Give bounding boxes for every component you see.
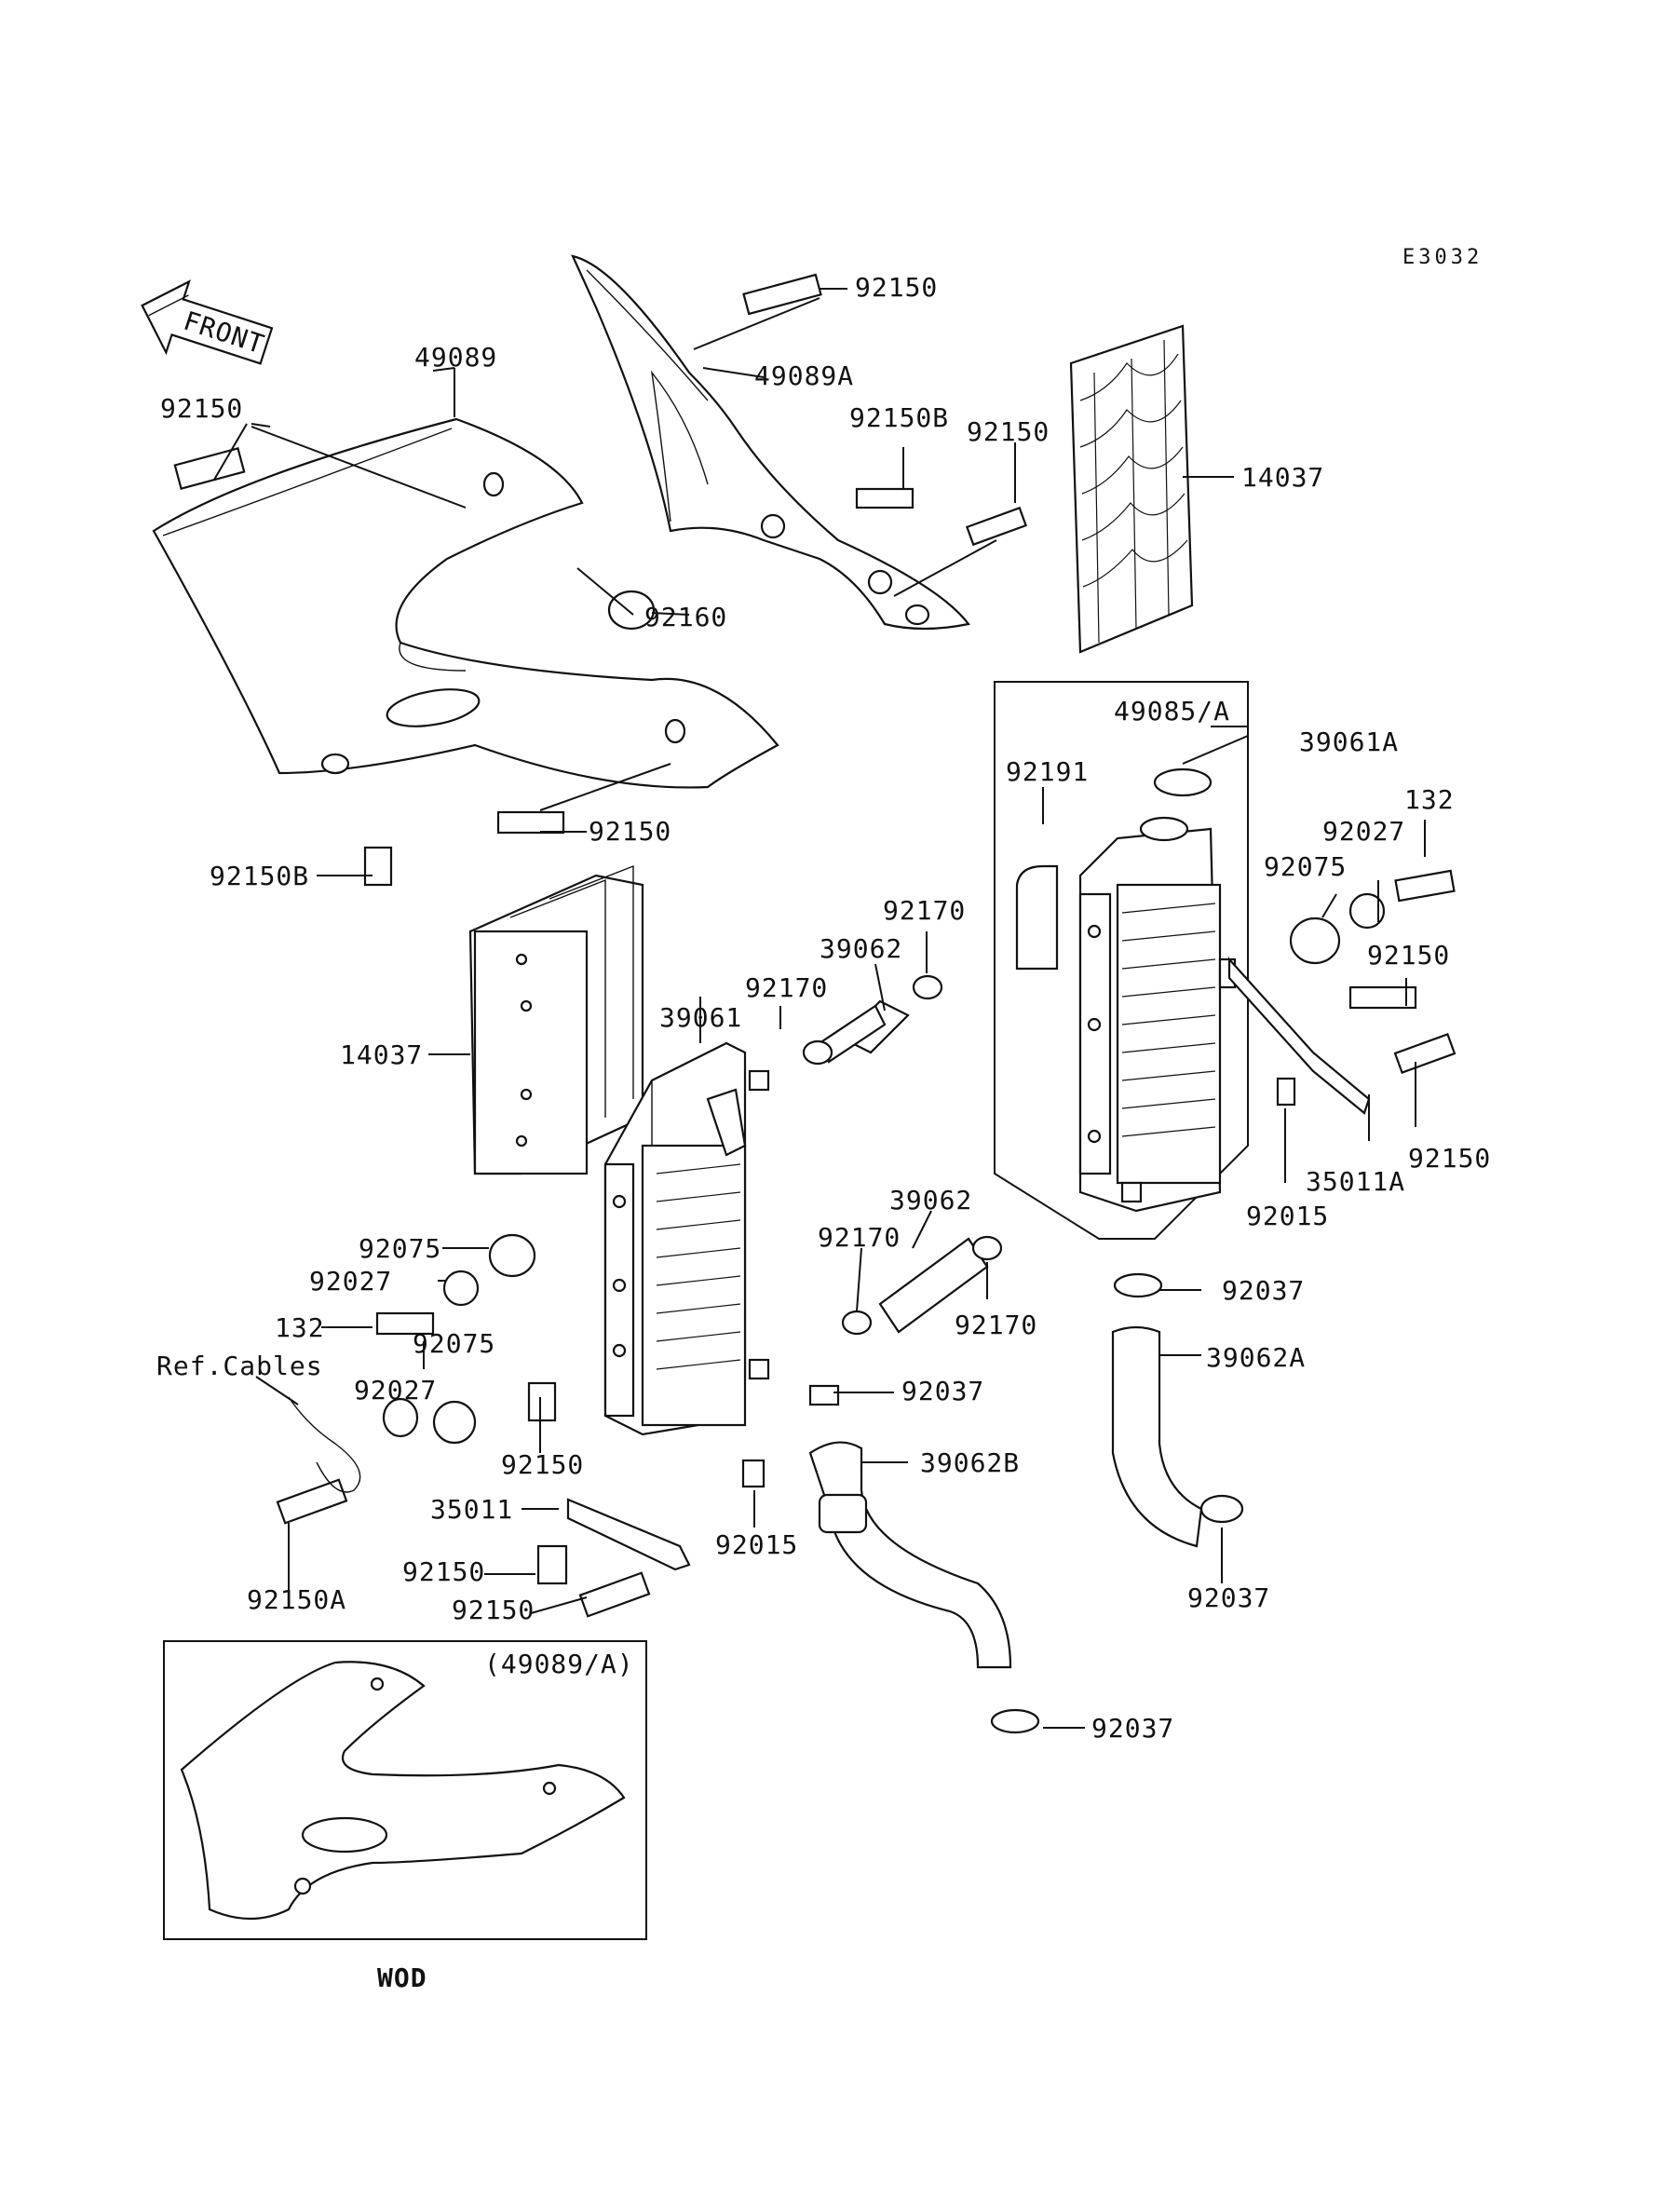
inset-caption: (49089/A)	[484, 1649, 634, 1679]
label-92150: 92150	[855, 272, 938, 303]
label-92027: 92027	[354, 1375, 437, 1406]
label-ref-cables: Ref.Cables	[156, 1351, 323, 1381]
grommet-icon	[382, 590, 1386, 1488]
label-92075: 92075	[1264, 851, 1347, 882]
label-14037: 14037	[340, 1039, 423, 1070]
label-92075: 92075	[359, 1233, 441, 1264]
label-92170: 92170	[745, 972, 828, 1003]
radiator-guard-left	[468, 864, 644, 1175]
label-39062B: 39062B	[920, 1447, 1020, 1478]
label-39061A: 39061A	[1299, 727, 1399, 757]
bracket-35011A	[1227, 957, 1371, 1115]
label-35011A: 35011A	[1306, 1166, 1405, 1197]
inset-footer: WOD	[377, 1962, 427, 1993]
radiator-shroud-left	[152, 417, 779, 789]
label-92027: 92027	[309, 1266, 392, 1297]
radiator-left	[603, 1041, 770, 1436]
radiator-guard-right	[1069, 324, 1194, 654]
hose-sleeve	[818, 1493, 868, 1534]
label-35011: 35011	[430, 1494, 513, 1525]
label-92075: 92075	[413, 1328, 495, 1359]
label-92150: 92150	[1367, 940, 1450, 971]
label-92150: 92150	[452, 1595, 535, 1625]
bracket-35011	[566, 1498, 691, 1571]
clamp-92037-icon	[808, 1272, 1244, 1734]
overflow-hose	[1015, 864, 1059, 971]
label-92037: 92037	[901, 1376, 984, 1406]
label-49089: 49089	[414, 342, 497, 373]
label-92150: 92150	[501, 1449, 584, 1480]
label-92150: 92150	[967, 416, 1050, 447]
label-92150: 92150	[1408, 1143, 1491, 1174]
radiator-shroud-upper	[571, 254, 970, 631]
label-39062: 39062	[820, 933, 902, 964]
label-92170: 92170	[818, 1222, 901, 1253]
label-39062A: 39062A	[1206, 1342, 1306, 1373]
label-92170: 92170	[955, 1310, 1037, 1340]
label-92037: 92037	[1091, 1713, 1174, 1744]
label-92150B: 92150B	[210, 861, 309, 891]
diagram-code: E3032	[1402, 246, 1483, 269]
hose-clamp-icon	[802, 974, 1003, 1336]
label-92027: 92027	[1322, 816, 1405, 847]
hose-39062A	[1111, 1325, 1203, 1548]
label-49085A: 49085/A	[1114, 696, 1230, 727]
label-132: 132	[275, 1312, 325, 1343]
label-92150: 92150	[402, 1556, 485, 1587]
radiator-right	[994, 681, 1249, 1240]
label-39062: 39062	[889, 1185, 972, 1215]
label-92037: 92037	[1222, 1275, 1305, 1306]
label-92150A: 92150A	[247, 1584, 346, 1615]
inset-box: (49089/A)	[163, 1640, 647, 1940]
label-92037: 92037	[1187, 1582, 1270, 1613]
label-132: 132	[1404, 784, 1455, 815]
label-49089A: 49089A	[754, 360, 854, 391]
label-92170: 92170	[883, 895, 966, 926]
bolt-icon	[173, 273, 1456, 1618]
label-92150: 92150	[589, 816, 671, 847]
label-14037: 14037	[1241, 462, 1324, 493]
label-92150: 92150	[160, 393, 243, 424]
radiator-cap	[1153, 767, 1213, 797]
label-92150B: 92150B	[849, 402, 949, 433]
label-92191: 92191	[1006, 756, 1089, 787]
cable-guide	[288, 1396, 361, 1493]
leader-lines	[213, 288, 1426, 1729]
label-92160: 92160	[644, 602, 727, 632]
hose-upper	[818, 999, 910, 1064]
front-arrow-icon: FRONT	[141, 279, 274, 365]
label-92015: 92015	[1246, 1201, 1329, 1231]
label-39061: 39061	[659, 1002, 742, 1033]
label-92015: 92015	[715, 1529, 798, 1560]
